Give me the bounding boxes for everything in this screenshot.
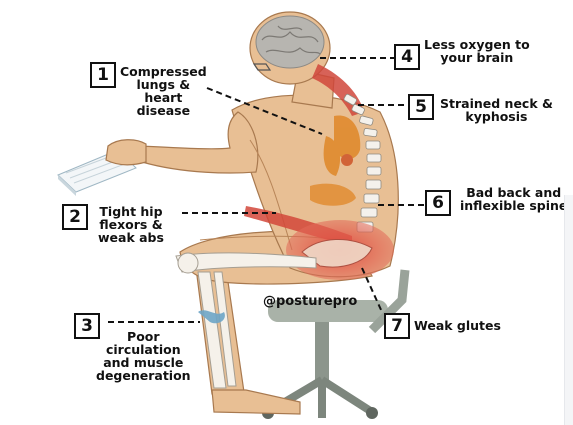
callout-3-line-3: and muscle bbox=[103, 355, 184, 370]
watermark: @posturepro bbox=[263, 294, 358, 309]
callout-1-line-4: disease bbox=[136, 103, 191, 118]
callout-4-line-2: your brain bbox=[440, 50, 514, 65]
callout-1-line-3: heart bbox=[144, 90, 183, 105]
callout-number-3: 3 bbox=[74, 313, 100, 339]
page-edge bbox=[564, 195, 573, 425]
callout-number-6: 6 bbox=[425, 190, 451, 216]
callout-7-line-1: Weak glutes bbox=[414, 318, 501, 333]
callout-5-line-1: Strained neck & bbox=[440, 96, 553, 111]
callout-2-line-3: weak abs bbox=[98, 230, 164, 245]
callout-number-5: 5 bbox=[408, 94, 434, 120]
glutes-highlight bbox=[286, 220, 394, 280]
callout-6-line-2: inflexible spine bbox=[460, 198, 568, 213]
callout-label-6: Bad back and inflexible spine bbox=[460, 186, 567, 212]
office-chair bbox=[262, 269, 410, 419]
callout-2-line-1: Tight hip bbox=[99, 204, 163, 219]
callout-label-2: Tight hip flexors & weak abs bbox=[98, 205, 164, 244]
leg-bones bbox=[175, 252, 317, 389]
callout-number-2: 2 bbox=[62, 204, 88, 230]
callout-4-line-1: Less oxygen to bbox=[424, 37, 530, 52]
callout-label-3: Poor circulation and muscle degeneration bbox=[96, 330, 191, 382]
leader-lines bbox=[108, 57, 425, 323]
callout-label-5: Strained neck & kyphosis bbox=[440, 97, 553, 123]
callout-number-7: 7 bbox=[384, 313, 410, 339]
callout-label-1: Compressed lungs & heart disease bbox=[120, 65, 207, 117]
callout-2-line-2: flexors & bbox=[99, 217, 163, 232]
callout-5-line-2: kyphosis bbox=[465, 109, 528, 124]
callout-label-7: Weak glutes bbox=[414, 319, 501, 332]
lungs-icon bbox=[323, 115, 361, 176]
digestive-organs bbox=[310, 183, 356, 206]
veins-icon bbox=[198, 310, 225, 324]
callout-number-1: 1 bbox=[90, 62, 116, 88]
callout-label-4: Less oxygen to your brain bbox=[424, 38, 530, 64]
callout-3-line-1: Poor bbox=[127, 329, 160, 344]
brain-icon bbox=[255, 15, 325, 69]
glasses-icon bbox=[252, 63, 272, 71]
callout-6-line-1: Bad back and bbox=[466, 185, 562, 200]
callout-number-4: 4 bbox=[394, 44, 420, 70]
callout-1-line-1: Compressed bbox=[120, 64, 207, 79]
callout-3-line-4: degeneration bbox=[96, 368, 191, 383]
callout-1-line-2: lungs & bbox=[136, 77, 191, 92]
callout-3-line-2: circulation bbox=[105, 342, 181, 357]
